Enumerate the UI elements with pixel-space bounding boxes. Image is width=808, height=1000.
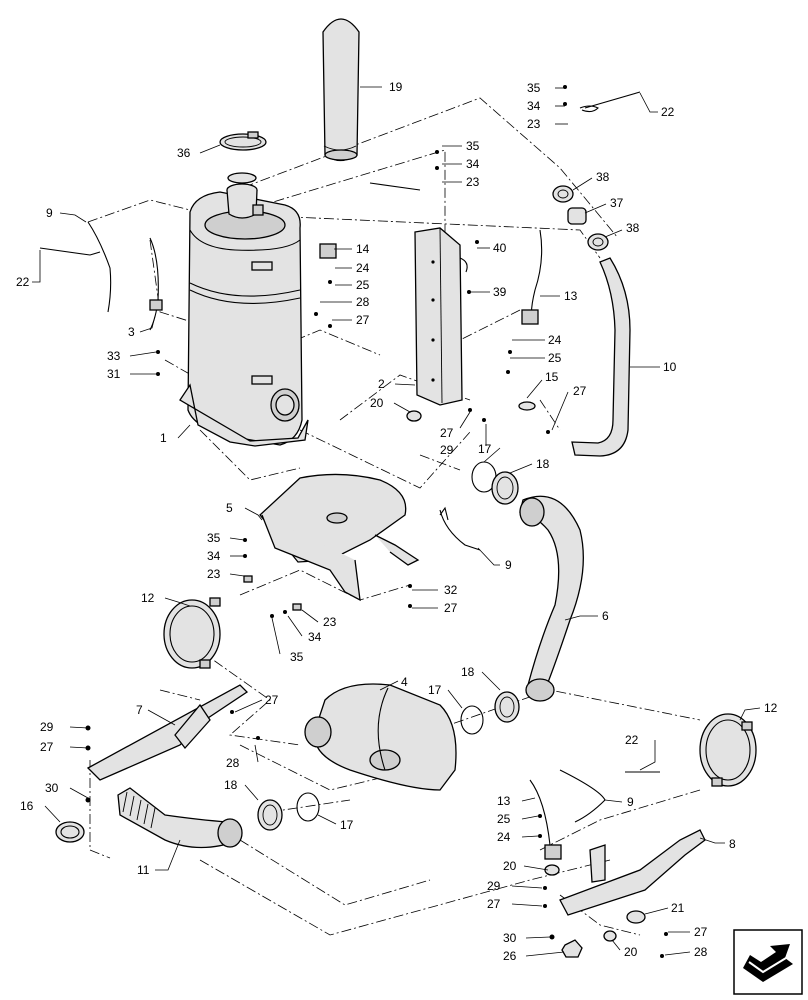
callout-22: 22 bbox=[16, 275, 30, 289]
callout-18: 18 bbox=[536, 457, 550, 471]
top-clamp bbox=[219, 131, 267, 151]
callout-33: 33 bbox=[107, 349, 121, 363]
band-clamps bbox=[163, 597, 757, 787]
callout-19: 19 bbox=[389, 80, 403, 94]
callout-labels: 19 35 34 23 22 36 35 34 23 38 37 38 9 14… bbox=[16, 80, 778, 963]
callout-17: 17 bbox=[340, 818, 354, 832]
callout-16: 16 bbox=[20, 799, 34, 813]
callout-2: 2 bbox=[378, 377, 385, 391]
callout-12: 12 bbox=[764, 701, 778, 715]
callout-38: 38 bbox=[596, 170, 610, 184]
mounting-bracket-plate bbox=[414, 227, 468, 406]
callout-12: 12 bbox=[141, 591, 155, 605]
callout-26: 26 bbox=[503, 949, 517, 963]
callout-27: 27 bbox=[444, 601, 458, 615]
callout-22: 22 bbox=[661, 105, 675, 119]
callout-4: 4 bbox=[401, 675, 408, 689]
callout-23: 23 bbox=[207, 567, 221, 581]
small-clamp bbox=[55, 821, 85, 843]
callout-39: 39 bbox=[493, 285, 507, 299]
callout-23: 23 bbox=[527, 117, 541, 131]
callout-34: 34 bbox=[207, 549, 221, 563]
stack-tube bbox=[322, 18, 360, 162]
return-arrow-icon[interactable] bbox=[733, 929, 803, 995]
callout-13: 13 bbox=[564, 289, 578, 303]
callout-29: 29 bbox=[40, 720, 54, 734]
callout-40: 40 bbox=[493, 241, 507, 255]
callout-8: 8 bbox=[729, 837, 736, 851]
elbow-flex-pipe bbox=[117, 787, 243, 849]
callout-25: 25 bbox=[497, 812, 511, 826]
callout-20: 20 bbox=[503, 859, 517, 873]
callout-27: 27 bbox=[694, 925, 708, 939]
callout-27: 27 bbox=[487, 897, 501, 911]
callout-25: 25 bbox=[356, 278, 370, 292]
callout-30: 30 bbox=[503, 931, 517, 945]
callout-31: 31 bbox=[107, 367, 121, 381]
callout-20: 20 bbox=[624, 945, 638, 959]
callout-35: 35 bbox=[290, 650, 304, 664]
assembly-lines bbox=[87, 97, 701, 936]
coupler-set bbox=[552, 185, 609, 251]
wire-harnesses bbox=[39, 91, 660, 860]
callout-5: 5 bbox=[226, 501, 233, 515]
callout-17: 17 bbox=[428, 683, 442, 697]
callout-38: 38 bbox=[626, 221, 640, 235]
tail-pipe bbox=[571, 257, 631, 457]
callout-24: 24 bbox=[356, 261, 370, 275]
callout-17: 17 bbox=[478, 442, 492, 456]
callout-15: 15 bbox=[545, 370, 559, 384]
callout-9: 9 bbox=[505, 558, 512, 572]
callout-23: 23 bbox=[466, 175, 480, 189]
callout-3: 3 bbox=[128, 325, 135, 339]
callout-22: 22 bbox=[625, 733, 639, 747]
callout-6: 6 bbox=[602, 609, 609, 623]
callout-32: 32 bbox=[444, 583, 458, 597]
callout-9: 9 bbox=[627, 795, 634, 809]
callout-24: 24 bbox=[548, 333, 562, 347]
callout-11: 11 bbox=[137, 863, 150, 877]
mid-clamps bbox=[257, 461, 520, 831]
callout-18: 18 bbox=[461, 665, 475, 679]
callout-28: 28 bbox=[226, 756, 240, 770]
callout-25: 25 bbox=[548, 351, 562, 365]
callout-34: 34 bbox=[308, 630, 322, 644]
callout-27: 27 bbox=[356, 313, 370, 327]
callout-28: 28 bbox=[694, 945, 708, 959]
callout-18: 18 bbox=[224, 778, 238, 792]
callout-27: 27 bbox=[573, 384, 587, 398]
callout-9: 9 bbox=[46, 206, 53, 220]
callout-35: 35 bbox=[207, 531, 221, 545]
support-plate bbox=[259, 473, 420, 602]
callout-34: 34 bbox=[527, 99, 541, 113]
muffler bbox=[304, 683, 457, 791]
support-bar-left bbox=[86, 684, 249, 781]
aftertreatment-canister bbox=[179, 172, 309, 447]
callout-21: 21 bbox=[671, 901, 685, 915]
leader-lines bbox=[32, 86, 761, 957]
callout-30: 30 bbox=[45, 781, 59, 795]
callout-34: 34 bbox=[466, 157, 480, 171]
callout-28: 28 bbox=[356, 295, 370, 309]
callout-27: 27 bbox=[440, 426, 454, 440]
callout-36: 36 bbox=[177, 146, 191, 160]
callout-10: 10 bbox=[663, 360, 677, 374]
callout-35: 35 bbox=[466, 139, 480, 153]
callout-27: 27 bbox=[40, 740, 54, 754]
callout-29: 29 bbox=[440, 443, 454, 457]
callout-35: 35 bbox=[527, 81, 541, 95]
callout-20: 20 bbox=[370, 396, 384, 410]
callout-13: 13 bbox=[497, 794, 511, 808]
callout-23: 23 bbox=[323, 615, 337, 629]
fasteners bbox=[85, 85, 668, 958]
callout-24: 24 bbox=[497, 830, 511, 844]
callout-14: 14 bbox=[356, 242, 370, 256]
callout-37: 37 bbox=[610, 196, 624, 210]
callout-1: 1 bbox=[160, 431, 167, 445]
flex-pipe bbox=[519, 495, 584, 702]
callout-27: 27 bbox=[265, 693, 279, 707]
callout-29: 29 bbox=[487, 879, 501, 893]
callout-7: 7 bbox=[136, 703, 143, 717]
